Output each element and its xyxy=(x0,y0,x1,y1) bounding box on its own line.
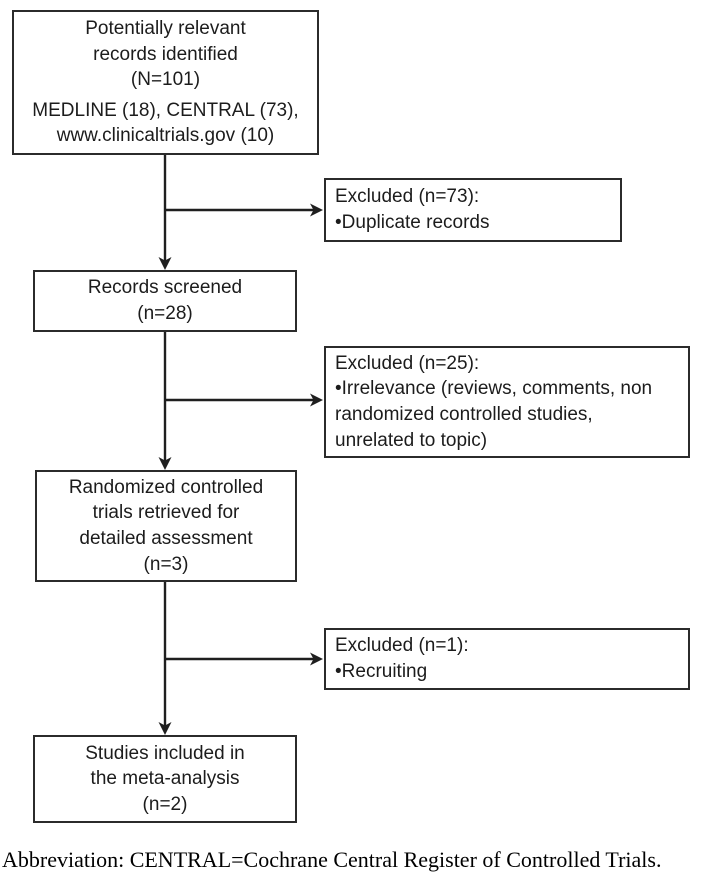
arrow-branch-excluded-1-head xyxy=(310,203,323,217)
box-excluded-duplicates: Excluded (n=73): •Duplicate records xyxy=(324,178,622,242)
excluded-recruiting-header: Excluded (n=1): xyxy=(335,635,469,657)
excluded-irrelevance-reasons: •Irrelevance (reviews, comments, non ran… xyxy=(335,378,653,451)
studies-included-text: Studies included in the meta-analysis (n… xyxy=(85,742,245,815)
box-studies-included: Studies included in the meta-analysis (n… xyxy=(33,735,297,823)
records-identified-sources: MEDLINE (18), CENTRAL (73), www.clinical… xyxy=(32,99,299,147)
records-screened-text: Records screened (n=28) xyxy=(87,277,243,324)
box-trials-retrieved: Randomized controlled trials retrieved f… xyxy=(35,470,297,582)
box-excluded-recruiting: Excluded (n=1): •Recruiting xyxy=(324,628,690,690)
trials-retrieved-text: Randomized controlled trials retrieved f… xyxy=(68,476,264,575)
arrow-retrieved-to-included-head xyxy=(158,722,172,735)
excluded-duplicates-reasons: •Duplicate records xyxy=(335,212,490,233)
abbreviation-footnote: Abbreviation: CENTRAL=Cochrane Central R… xyxy=(2,847,662,872)
excluded-duplicates-header: Excluded (n=73): xyxy=(335,186,480,208)
arrow-identified-to-screened-head xyxy=(158,257,172,270)
records-identified-title: Potentially relevant records identified … xyxy=(85,17,246,91)
arrow-screened-to-retrieved-head xyxy=(158,457,172,470)
arrow-branch-excluded-2-head xyxy=(310,393,323,407)
box-records-screened: Records screened (n=28) xyxy=(33,270,297,332)
box-records-identified: Potentially relevant records identified … xyxy=(12,10,319,155)
excluded-recruiting-reasons: •Recruiting xyxy=(335,661,428,682)
box-excluded-irrelevance: Excluded (n=25): •Irrelevance (reviews, … xyxy=(324,346,690,458)
arrow-branch-excluded-3-head xyxy=(310,652,323,666)
excluded-irrelevance-header: Excluded (n=25): xyxy=(335,352,480,374)
